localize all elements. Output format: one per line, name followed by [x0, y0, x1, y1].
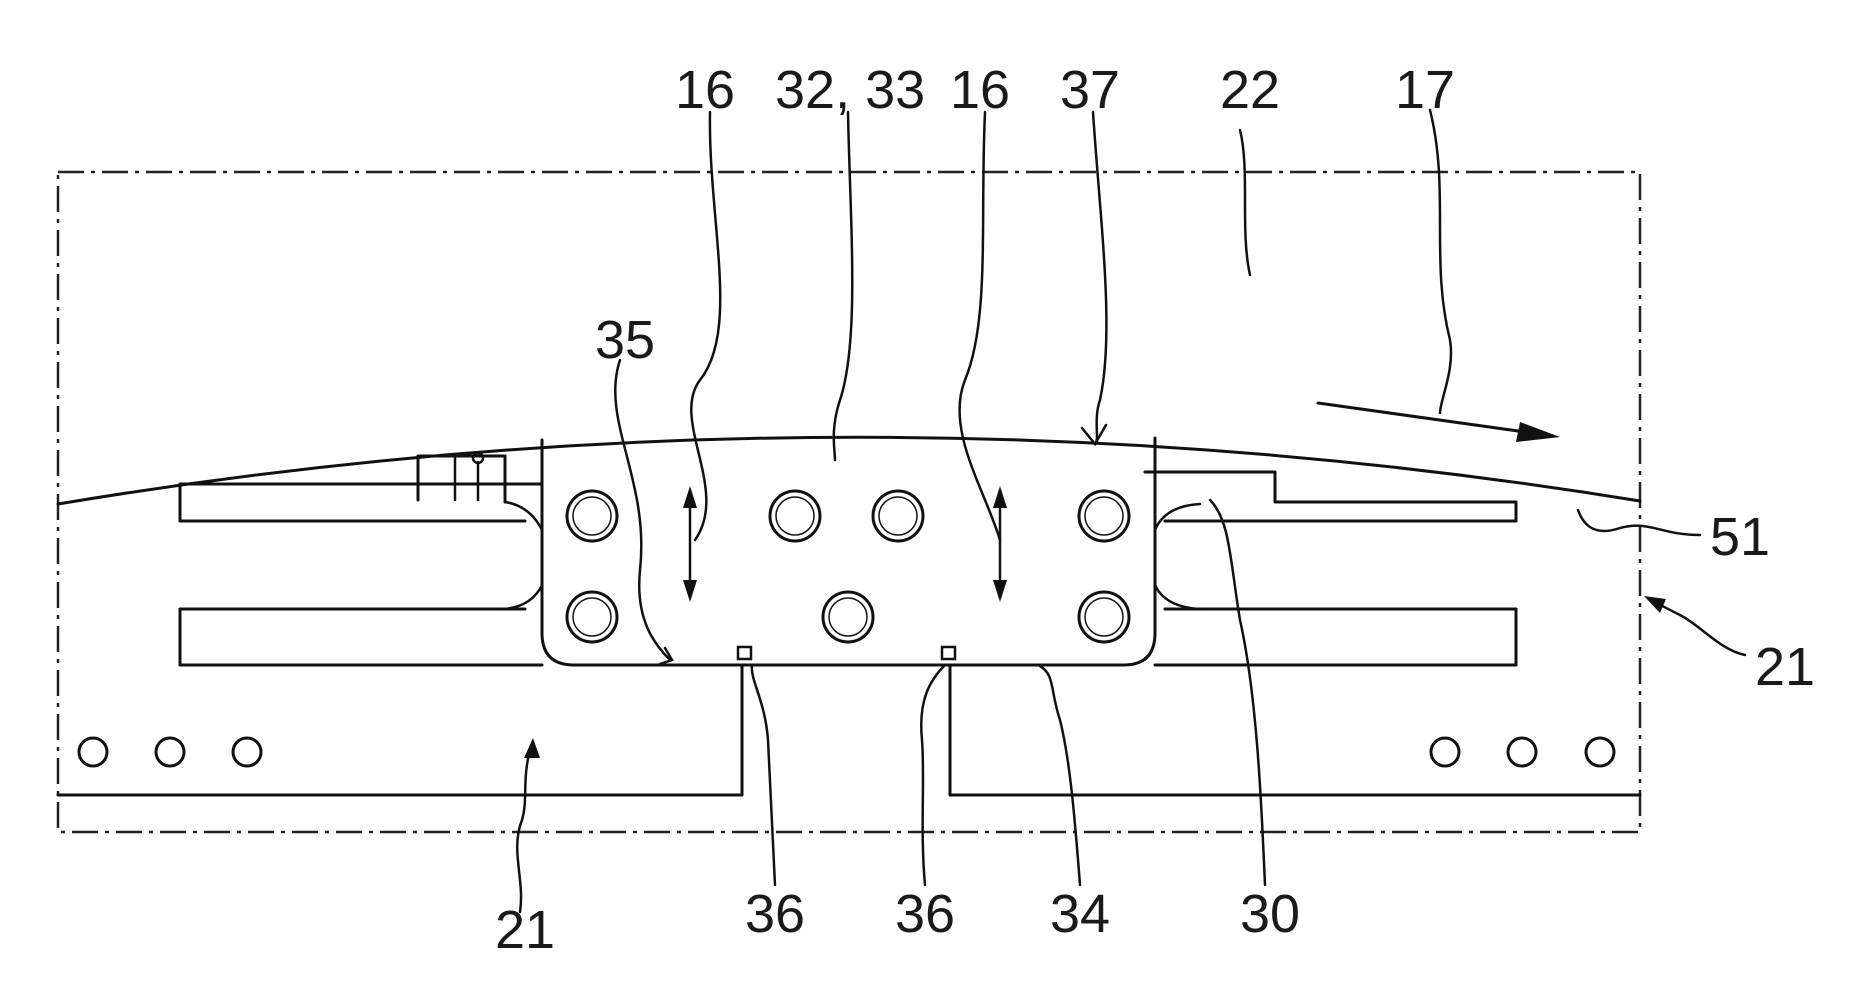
label-37: 37 [1060, 60, 1120, 120]
hole [823, 592, 873, 642]
flexure-left-top [505, 502, 542, 530]
leader-17 [1430, 110, 1451, 413]
right-lower-rail [1155, 609, 1516, 665]
hole [873, 491, 923, 541]
leader-16b [960, 112, 1000, 540]
base-hole [156, 738, 184, 766]
curved-surface [58, 437, 1640, 504]
leader-35 [615, 360, 670, 660]
hole [567, 491, 617, 541]
flexure-right-top [1155, 504, 1200, 530]
double-arrow-right [993, 486, 1007, 602]
label-21-right: 21 [1755, 637, 1815, 697]
base-hole [1586, 738, 1614, 766]
label-35: 35 [595, 310, 655, 370]
base-hole [1431, 738, 1459, 766]
base-hole [233, 738, 261, 766]
leader-36a [752, 665, 775, 885]
leader-3233 [834, 112, 853, 460]
label-21-bottom: 21 [495, 900, 555, 960]
label-30: 30 [1240, 884, 1300, 944]
label-17: 17 [1395, 60, 1455, 120]
square-36-right [942, 647, 955, 659]
bracket [418, 456, 505, 502]
label-36-right: 36 [895, 884, 955, 944]
leader-21b-arrowhead [524, 738, 540, 758]
leader-lines [517, 110, 1745, 912]
label-51: 51 [1710, 507, 1770, 567]
carrier-holes [567, 491, 1129, 642]
base-block [58, 665, 1640, 795]
flexure-left-bottom [505, 585, 542, 609]
leader-22 [1240, 130, 1250, 275]
hole [1079, 592, 1129, 642]
leader-34 [1040, 666, 1080, 885]
label-34: 34 [1050, 884, 1110, 944]
base-hole [79, 738, 107, 766]
flexure-right-bottom [1155, 585, 1200, 609]
hole [770, 491, 820, 541]
leader-37-tick [1082, 425, 1106, 444]
leader-16a [691, 112, 720, 540]
base-holes [79, 738, 1614, 766]
square-36-left [738, 647, 751, 659]
leader-36b [921, 665, 945, 885]
hole [1079, 491, 1129, 541]
label-36-left: 36 [745, 884, 805, 944]
leader-30 [1210, 500, 1265, 885]
motion-arrow [1318, 403, 1560, 442]
label-22: 22 [1220, 60, 1280, 120]
hole [567, 592, 617, 642]
double-arrow-left [683, 486, 697, 602]
base-hole [1508, 738, 1536, 766]
left-upper-rail [180, 484, 542, 521]
leader-21r [1652, 600, 1745, 655]
leader-21r-arrowhead [1644, 596, 1666, 613]
leader-37 [1093, 112, 1106, 444]
label-16-right: 16 [950, 60, 1010, 120]
left-lower-rail [180, 609, 542, 665]
right-upper-rail [1145, 472, 1516, 521]
label-32-33: 32, 33 [775, 60, 925, 120]
label-16-left: 16 [675, 60, 735, 120]
